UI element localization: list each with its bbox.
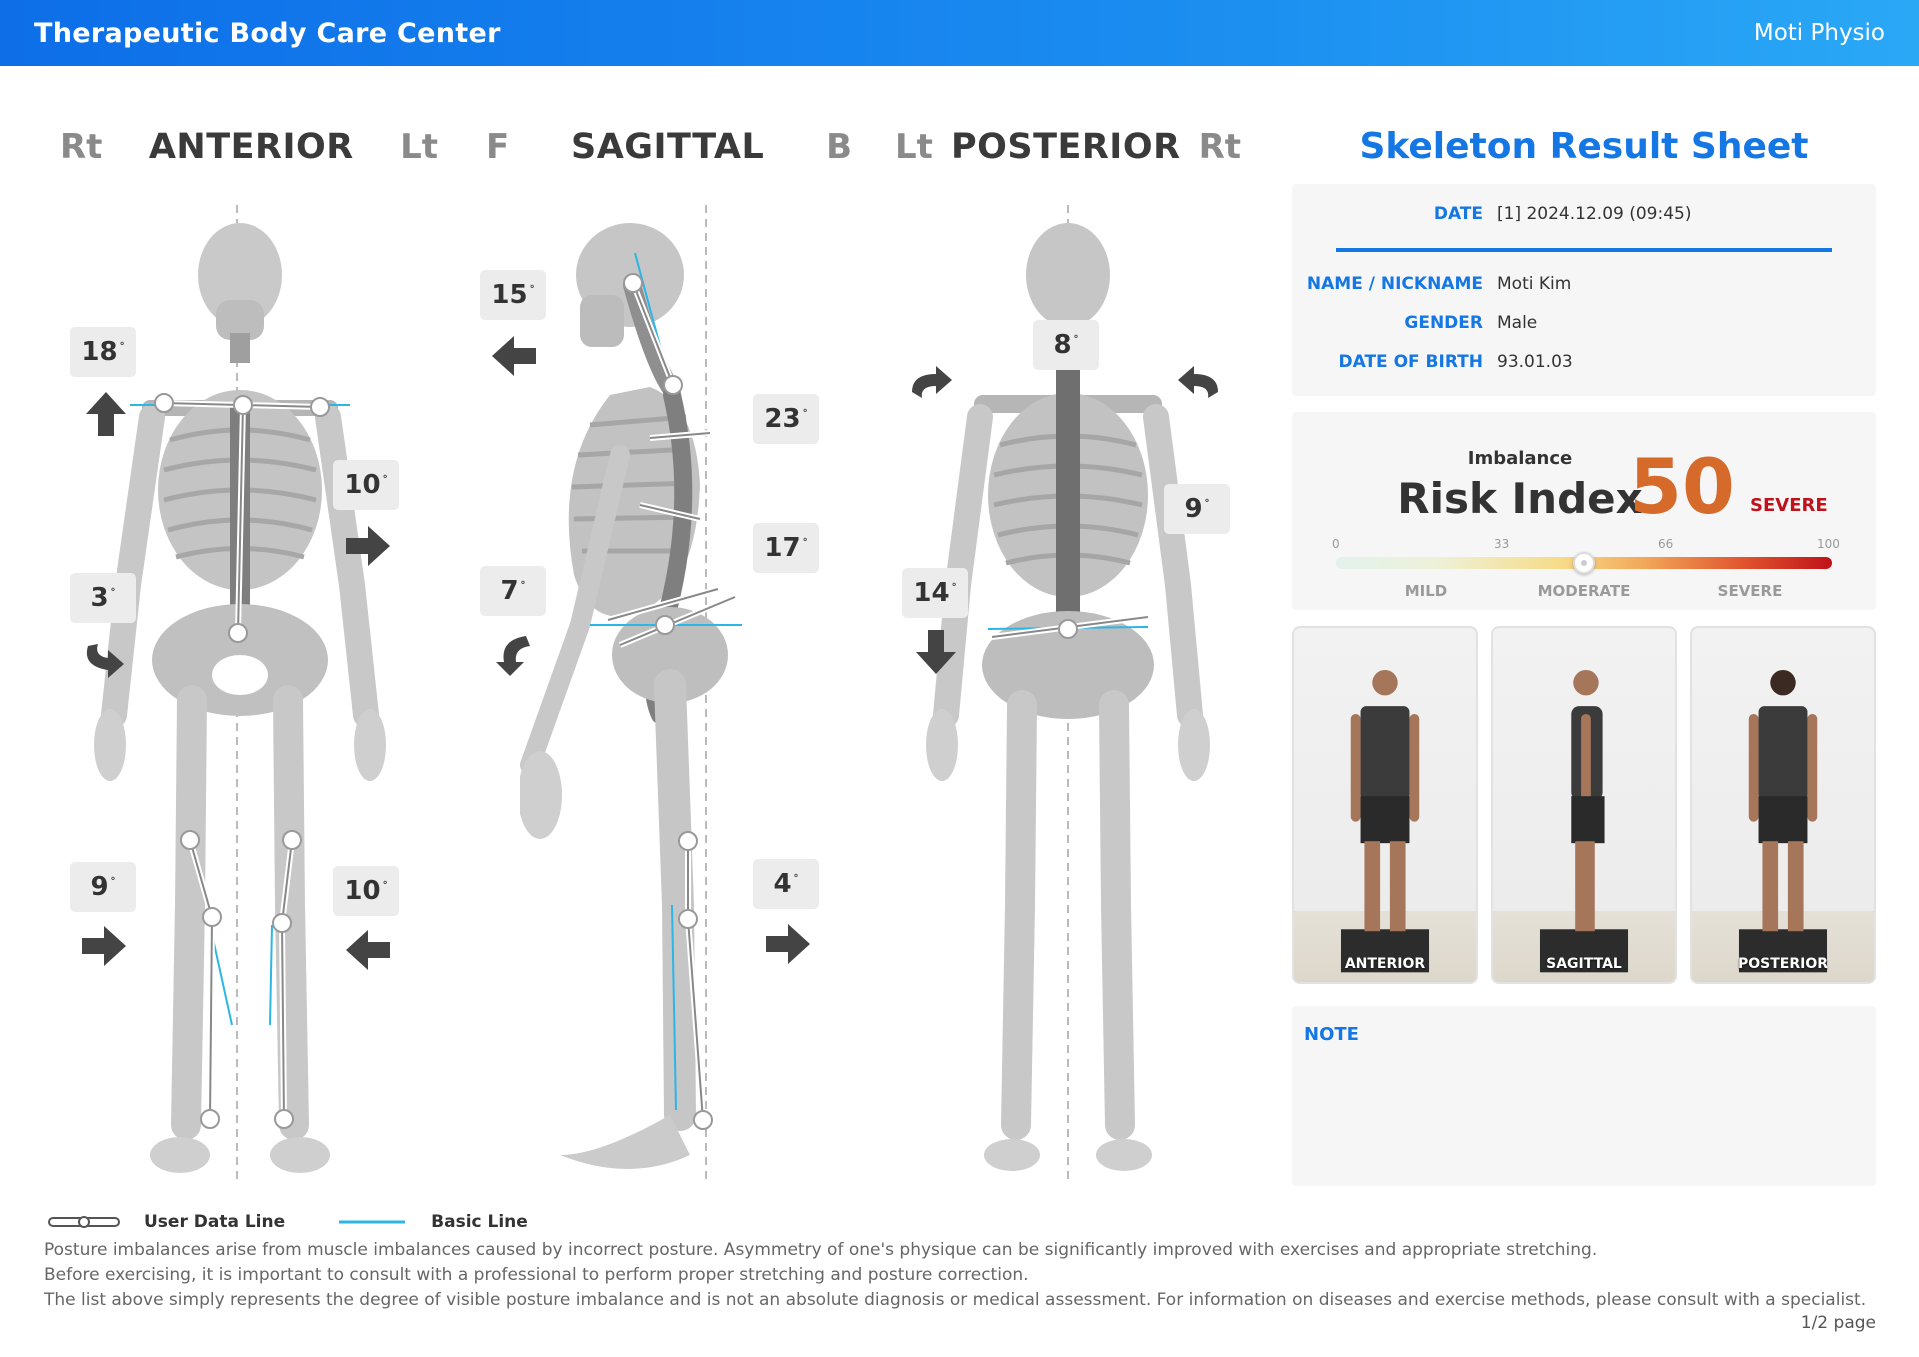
posture-photos: ANTERIOR SAGITTAL POSTERIOR xyxy=(1292,626,1876,984)
date-row: DATE [1] 2024.12.09 (09:45) xyxy=(1292,200,1692,228)
page-number: 1/2 page xyxy=(1800,1313,1876,1333)
photo-label-sagittal: SAGITTAL xyxy=(1546,956,1622,972)
header-bar: Therapeutic Body Care Center Moti Physio xyxy=(0,0,1919,66)
anterior-right-knee-angle: 9° xyxy=(70,862,136,912)
arrow-right-icon xyxy=(342,520,394,572)
sagittal-head-angle: 15° xyxy=(480,270,546,320)
rotate-arrow-icon xyxy=(490,626,542,678)
anterior-right-arm-angle: 10° xyxy=(333,460,399,510)
arrow-up-icon xyxy=(80,388,132,440)
note-card[interactable]: NOTE xyxy=(1292,1006,1876,1186)
posterior-skeleton-figure xyxy=(926,205,1210,1185)
gender-label: GENDER xyxy=(1404,313,1483,333)
scale-number-100: 100 xyxy=(1817,537,1840,551)
sagittal-left-side: F xyxy=(486,127,510,167)
sagittal-right-side: B xyxy=(826,127,852,167)
info-divider xyxy=(1336,248,1832,252)
risk-title: Risk Index xyxy=(1397,474,1643,523)
sagittal-thoracic-angle: 23° xyxy=(753,394,819,444)
scale-label-severe: SEVERE xyxy=(1717,582,1783,600)
risk-index-card: Imbalance Risk Index 50 SEVERE 0 33 66 1… xyxy=(1292,412,1876,610)
posterior-skeleton xyxy=(908,205,1228,1190)
sagittal-skeleton xyxy=(520,205,780,1190)
person-front-figure xyxy=(1340,669,1430,973)
dob-label: DATE OF BIRTH xyxy=(1338,352,1484,372)
date-value: [1] 2024.12.09 (09:45) xyxy=(1497,204,1692,224)
photo-anterior[interactable]: ANTERIOR xyxy=(1292,626,1478,984)
photo-sagittal[interactable]: SAGITTAL xyxy=(1491,626,1677,984)
photo-label-posterior: POSTERIOR xyxy=(1737,956,1829,972)
legend-basic-line: Basic Line xyxy=(337,1212,528,1232)
legend-user-data-line: User Data Line xyxy=(48,1212,285,1232)
anterior-left-knee-angle: 10° xyxy=(333,866,399,916)
photo-label-anterior: ANTERIOR xyxy=(1344,956,1426,972)
person-side-figure xyxy=(1539,669,1629,973)
patient-info-card: DATE [1] 2024.12.09 (09:45) NAME / NICKN… xyxy=(1292,184,1876,396)
arrow-right-icon xyxy=(78,920,130,972)
risk-level-badge: SEVERE xyxy=(1750,495,1828,516)
name-row: NAME / NICKNAME Moti Kim xyxy=(1292,270,1571,298)
risk-score: 50 xyxy=(1629,442,1735,531)
anterior-right-side: Lt xyxy=(400,127,438,167)
sagittal-pelvis-angle: 7° xyxy=(480,566,546,616)
user-data-line-icon xyxy=(48,1216,120,1228)
sheet-title: Skeleton Result Sheet xyxy=(1359,126,1809,167)
disclaimer-line-1: Posture imbalances arise from muscle imb… xyxy=(44,1240,1598,1260)
sagittal-lumbar-angle: 17° xyxy=(753,523,819,573)
note-title: NOTE xyxy=(1304,1024,1359,1045)
posterior-left-side: Lt xyxy=(895,127,933,167)
posterior-pelvis-angle: 14° xyxy=(902,568,968,618)
posterior-right-side: Rt xyxy=(1198,127,1241,167)
posterior-heading: Lt POSTERIOR Rt xyxy=(895,126,1241,168)
sagittal-knee-angle: 4° xyxy=(753,859,819,909)
sagittal-heading: F SAGITTAL B xyxy=(486,126,852,168)
center-title: Therapeutic Body Care Center xyxy=(34,17,501,49)
photo-posterior[interactable]: POSTERIOR xyxy=(1690,626,1876,984)
rotate-arrow-icon xyxy=(78,632,130,684)
risk-scale-marker xyxy=(1573,552,1595,574)
scale-number-0: 0 xyxy=(1332,537,1340,551)
disclaimer-line-3: The list above simply represents the deg… xyxy=(44,1290,1867,1310)
arrow-left-icon xyxy=(342,924,394,976)
arrow-down-icon xyxy=(910,626,962,678)
name-value: Moti Kim xyxy=(1497,274,1572,294)
brand-logo: Moti Physio xyxy=(1753,20,1885,46)
anterior-title: ANTERIOR xyxy=(148,127,354,167)
scale-label-mild: MILD xyxy=(1404,582,1448,600)
posterior-arm-angle: 9° xyxy=(1164,484,1230,534)
line-legend: User Data Line Basic Line xyxy=(48,1212,580,1232)
legend-user-data-label: User Data Line xyxy=(144,1212,286,1232)
name-label: NAME / NICKNAME xyxy=(1306,274,1483,294)
anterior-heading: Rt ANTERIOR Lt xyxy=(60,126,438,168)
anterior-left-side: Rt xyxy=(60,127,103,167)
sagittal-title: SAGITTAL xyxy=(571,127,765,167)
sagittal-skeleton-figure xyxy=(520,205,742,1185)
arrow-right-icon xyxy=(762,918,814,970)
gender-row: GENDER Male xyxy=(1292,309,1537,337)
legend-basic-label: Basic Line xyxy=(431,1212,528,1232)
posterior-neck-angle: 8° xyxy=(1033,320,1099,370)
dob-row: DATE OF BIRTH 93.01.03 xyxy=(1292,348,1573,376)
posterior-title: POSTERIOR xyxy=(950,127,1181,167)
date-label: DATE xyxy=(1433,204,1483,224)
basic-line-icon xyxy=(339,1220,406,1224)
scale-number-33: 33 xyxy=(1494,537,1510,551)
rotate-arrow-icon xyxy=(906,358,958,410)
arrow-left-icon xyxy=(488,330,540,382)
disclaimer-line-2: Before exercising, it is important to co… xyxy=(44,1265,1029,1285)
dob-value: 93.01.03 xyxy=(1497,352,1573,372)
rotate-arrow-icon xyxy=(1172,358,1224,410)
gender-value: Male xyxy=(1497,313,1538,333)
anterior-shoulder-angle: 18° xyxy=(70,327,136,377)
scale-number-66: 66 xyxy=(1658,537,1674,551)
risk-subtitle: Imbalance xyxy=(1467,448,1573,469)
anterior-pelvis-rotation-angle: 3° xyxy=(70,573,136,623)
person-back-figure xyxy=(1738,669,1828,973)
scale-label-moderate: MODERATE xyxy=(1537,582,1631,600)
